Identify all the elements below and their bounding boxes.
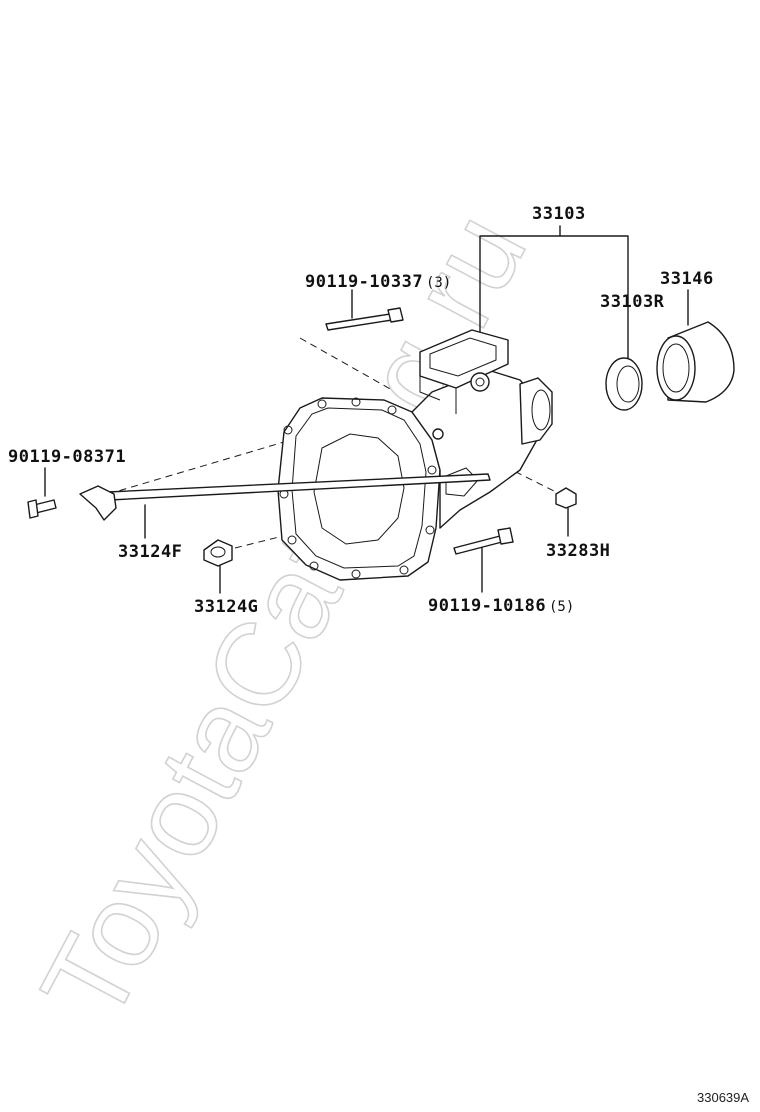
label-33124F: 33124F [118,542,182,562]
cable-33124F-drawing [79,473,491,521]
clip-33124G-drawing [203,539,233,567]
figure-ref: 330639A [697,1090,749,1105]
label-33124G: 33124G [194,597,258,617]
watermark: ToyotaCatalog.ru [16,193,551,1043]
seal-33103R-drawing [605,357,643,411]
label-33283H: 33283H [546,541,610,561]
label-90119-10186: 90119-10186 [428,596,546,616]
label-90119-10337: 90119-10337 [305,272,423,292]
plug-33283H-drawing [555,487,577,509]
part-labels: 33103 33146 33103R 90119-10337 (3) 90119… [8,204,714,617]
leader-lines [44,225,689,594]
qty-90119-10337: (3) [426,275,451,291]
label-33103: 33103 [532,204,586,224]
label-33146: 33146 [660,269,714,289]
label-33103R: 33103R [600,292,665,312]
bolt-90119-10337-drawing [325,307,404,331]
dust-cover-33146-drawing [656,321,735,403]
bolt-90119-08371-drawing [27,499,57,519]
qty-90119-10186: (5) [549,599,574,615]
bolt-90119-10186-drawing [453,527,514,555]
label-90119-08371: 90119-08371 [8,447,126,467]
extension-housing-drawing [277,329,553,581]
